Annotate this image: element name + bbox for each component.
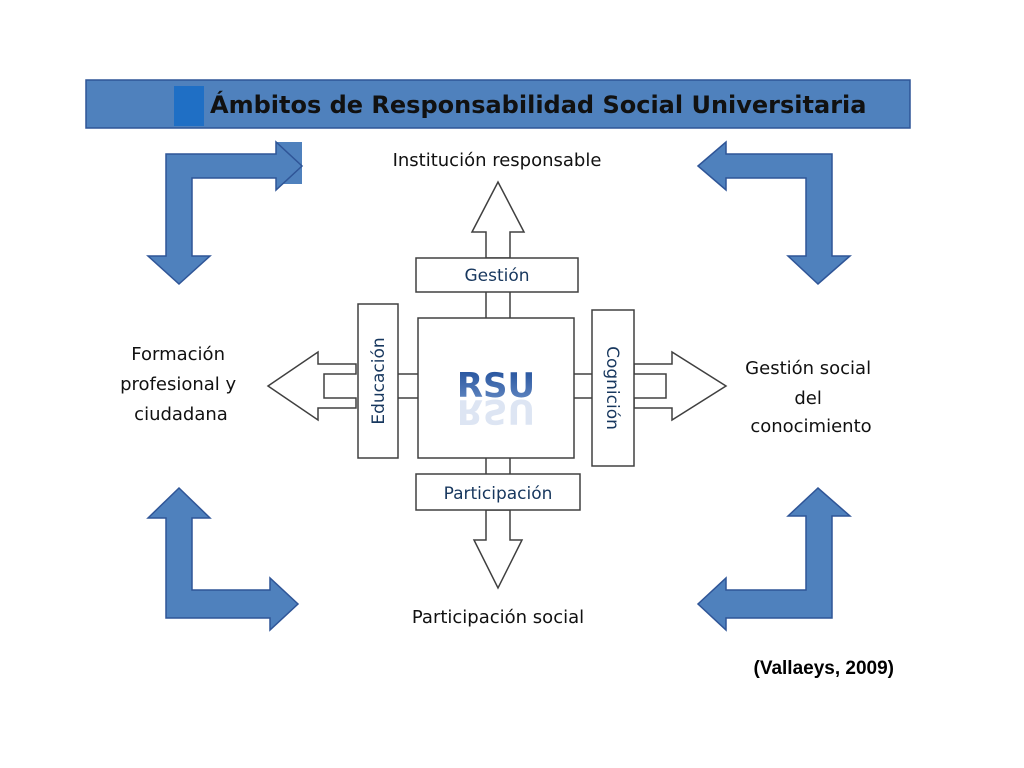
arrow-right-hollow <box>633 350 728 422</box>
center-square <box>417 317 575 459</box>
corner-arrow-top-left <box>146 140 304 286</box>
outcome-right-line-2: del <box>794 388 822 409</box>
box-cognicion <box>591 309 635 467</box>
corner-arrow-bottom-left <box>146 486 300 632</box>
arrow-left-hollow <box>266 350 357 422</box>
box-cognicion-label: Cognición <box>602 346 622 430</box>
outcome-left-line-2: profesional y <box>120 374 236 395</box>
center-rsu-reflection: RSU <box>457 391 535 431</box>
arrow-down-hollow <box>472 509 524 590</box>
box-educacion-label: Educación <box>369 337 389 424</box>
outcome-bottom: Participación social <box>412 607 584 628</box>
box-educacion <box>357 303 399 459</box>
box-participacion-label: Participación <box>444 484 553 504</box>
citation: (Vallaeys, 2009) <box>754 658 895 679</box>
center-rsu: RSU <box>457 366 535 406</box>
outcome-left-line-3: ciudadana <box>134 404 228 425</box>
outcome-top: Institución responsable <box>393 150 602 171</box>
corner-arrow-top-right <box>696 140 852 286</box>
title-text: Ámbitos de Responsabilidad Social Univer… <box>210 90 866 119</box>
title-accent-block <box>174 86 204 126</box>
outcome-right-line-3: conocimiento <box>750 416 871 437</box>
outcome-left: Formación profesional y ciudadana <box>120 344 242 425</box>
outcome-right-line-1: Gestión social <box>745 358 871 379</box>
outcome-right: Gestión social del conocimiento <box>745 358 877 437</box>
outcome-left-line-1: Formación <box>131 344 225 365</box>
box-participacion <box>415 473 581 511</box>
corner-arrow-bottom-right <box>696 486 852 632</box>
title-banner <box>85 79 911 129</box>
box-gestion-label: Gestión <box>464 266 529 286</box>
box-gestion <box>415 257 579 293</box>
arrow-up-hollow <box>470 180 526 259</box>
